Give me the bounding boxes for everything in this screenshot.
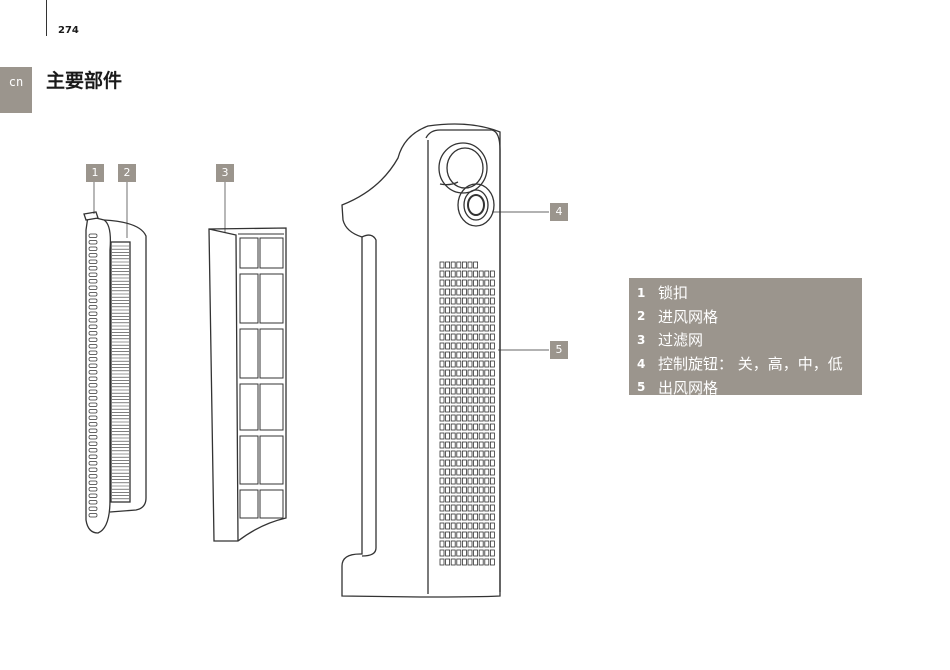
callout-5: 5 xyxy=(550,341,568,359)
legend-number: 5 xyxy=(637,380,646,395)
legend-item: 5 出风网格 xyxy=(637,375,862,399)
legend-number: 4 xyxy=(637,356,646,371)
intake-grille-panel xyxy=(83,211,147,534)
legend-label: 控制旋钮： 关，高，中，低 xyxy=(658,355,843,374)
filter-frame xyxy=(208,227,287,542)
legend-label: 进风网格 xyxy=(658,307,719,326)
legend-number: 1 xyxy=(637,285,646,300)
callout-3: 3 xyxy=(216,164,234,182)
legend-label: 过滤网 xyxy=(658,331,704,350)
legend-number: 2 xyxy=(637,309,646,324)
purifier-body xyxy=(341,123,501,598)
legend-label: 锁扣 xyxy=(658,284,689,303)
parts-legend: 1 锁扣 2 进风网格 3 过滤网 4 控制旋钮： 关，高，中，低 5 出风网格 xyxy=(629,278,862,397)
legend-item: 1 锁扣 xyxy=(637,281,862,305)
language-tab: cn xyxy=(0,67,32,113)
legend-item: 3 过滤网 xyxy=(637,328,862,352)
header-rule xyxy=(46,0,47,36)
legend-item: 4 控制旋钮： 关，高，中，低 xyxy=(637,352,862,376)
callout-1: 1 xyxy=(86,164,104,182)
page-number: 274 xyxy=(58,25,79,36)
legend-label: 出风网格 xyxy=(658,378,719,397)
page-title: 主要部件 xyxy=(46,70,123,92)
legend-item: 2 进风网格 xyxy=(637,305,862,329)
legend-number: 3 xyxy=(637,332,646,347)
callout-4: 4 xyxy=(550,203,568,221)
callout-2: 2 xyxy=(118,164,136,182)
